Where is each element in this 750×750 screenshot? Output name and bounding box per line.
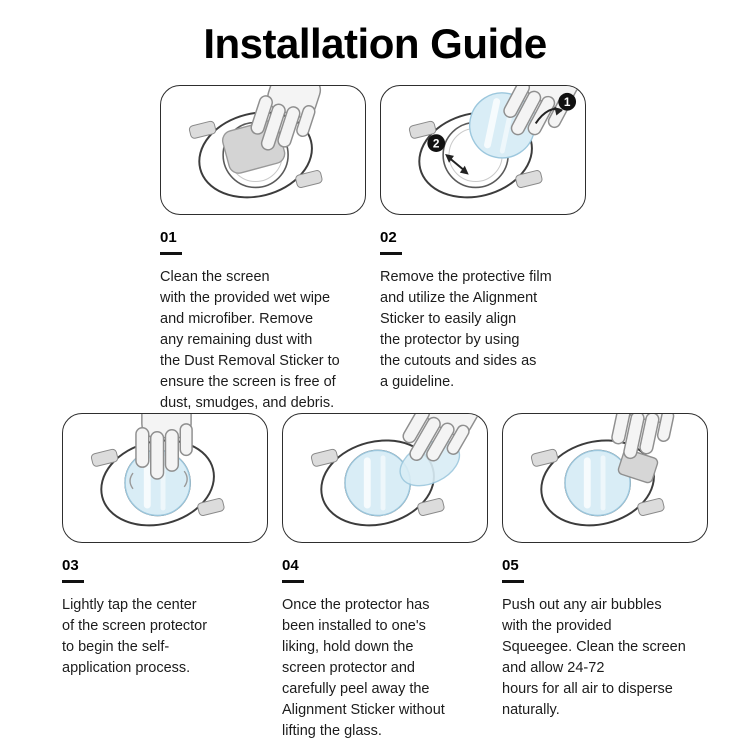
peel-alignment-sticker-illustration xyxy=(309,414,486,538)
step-02-illustration-box: 1 2 xyxy=(380,85,586,215)
badge-1-circle xyxy=(558,92,577,111)
step-description: Clean the screen with the provided wet w… xyxy=(160,269,340,412)
alignment-sticker-illustration: 1 2 xyxy=(407,86,585,210)
step-underline xyxy=(282,580,304,583)
step-description: Once the protector has been installed to… xyxy=(282,597,445,740)
step-number: 05 xyxy=(502,557,519,574)
steps-row-1: 01 Clean the screen with the provided we… xyxy=(160,85,586,414)
step-card-03: 03 Lightly tap the center of the screen … xyxy=(62,413,268,742)
step-number: 01 xyxy=(160,229,177,246)
step-05-illustration-box xyxy=(502,413,708,543)
step-number: 03 xyxy=(62,557,79,574)
step-card-05: 05 Push out any air bubbles with the pro… xyxy=(502,413,708,742)
badge-2-circle xyxy=(427,134,446,152)
step-01-illustration-box xyxy=(160,85,366,215)
step-description: Lightly tap the center of the screen pro… xyxy=(62,597,208,677)
step-card-04: 04 Once the protector has been installed… xyxy=(282,413,488,742)
badge-1-number: 1 xyxy=(564,95,571,109)
tap-center-illustration xyxy=(89,414,226,538)
page-title: Installation Guide xyxy=(203,20,547,67)
step-04-illustration-box xyxy=(282,413,488,543)
step-underline xyxy=(380,252,402,255)
badge-2-number: 2 xyxy=(433,137,440,151)
step-03-illustration-box xyxy=(62,413,268,543)
step-underline xyxy=(502,580,524,583)
wipe-cleaning-illustration xyxy=(187,86,326,210)
step-underline xyxy=(160,252,182,255)
step-card-02: 1 2 02 Remove the protective film and ut… xyxy=(380,85,586,414)
step-number: 04 xyxy=(282,557,299,574)
step-description: Push out any air bubbles with the provid… xyxy=(502,597,686,719)
steps-row-2: 03 Lightly tap the center of the screen … xyxy=(62,413,708,742)
step-description: Remove the protective film and utilize t… xyxy=(380,269,552,391)
step-underline xyxy=(62,580,84,583)
step-number: 02 xyxy=(380,229,397,246)
step-card-01: 01 Clean the screen with the provided we… xyxy=(160,85,366,414)
squeegee-illustration xyxy=(529,414,682,538)
